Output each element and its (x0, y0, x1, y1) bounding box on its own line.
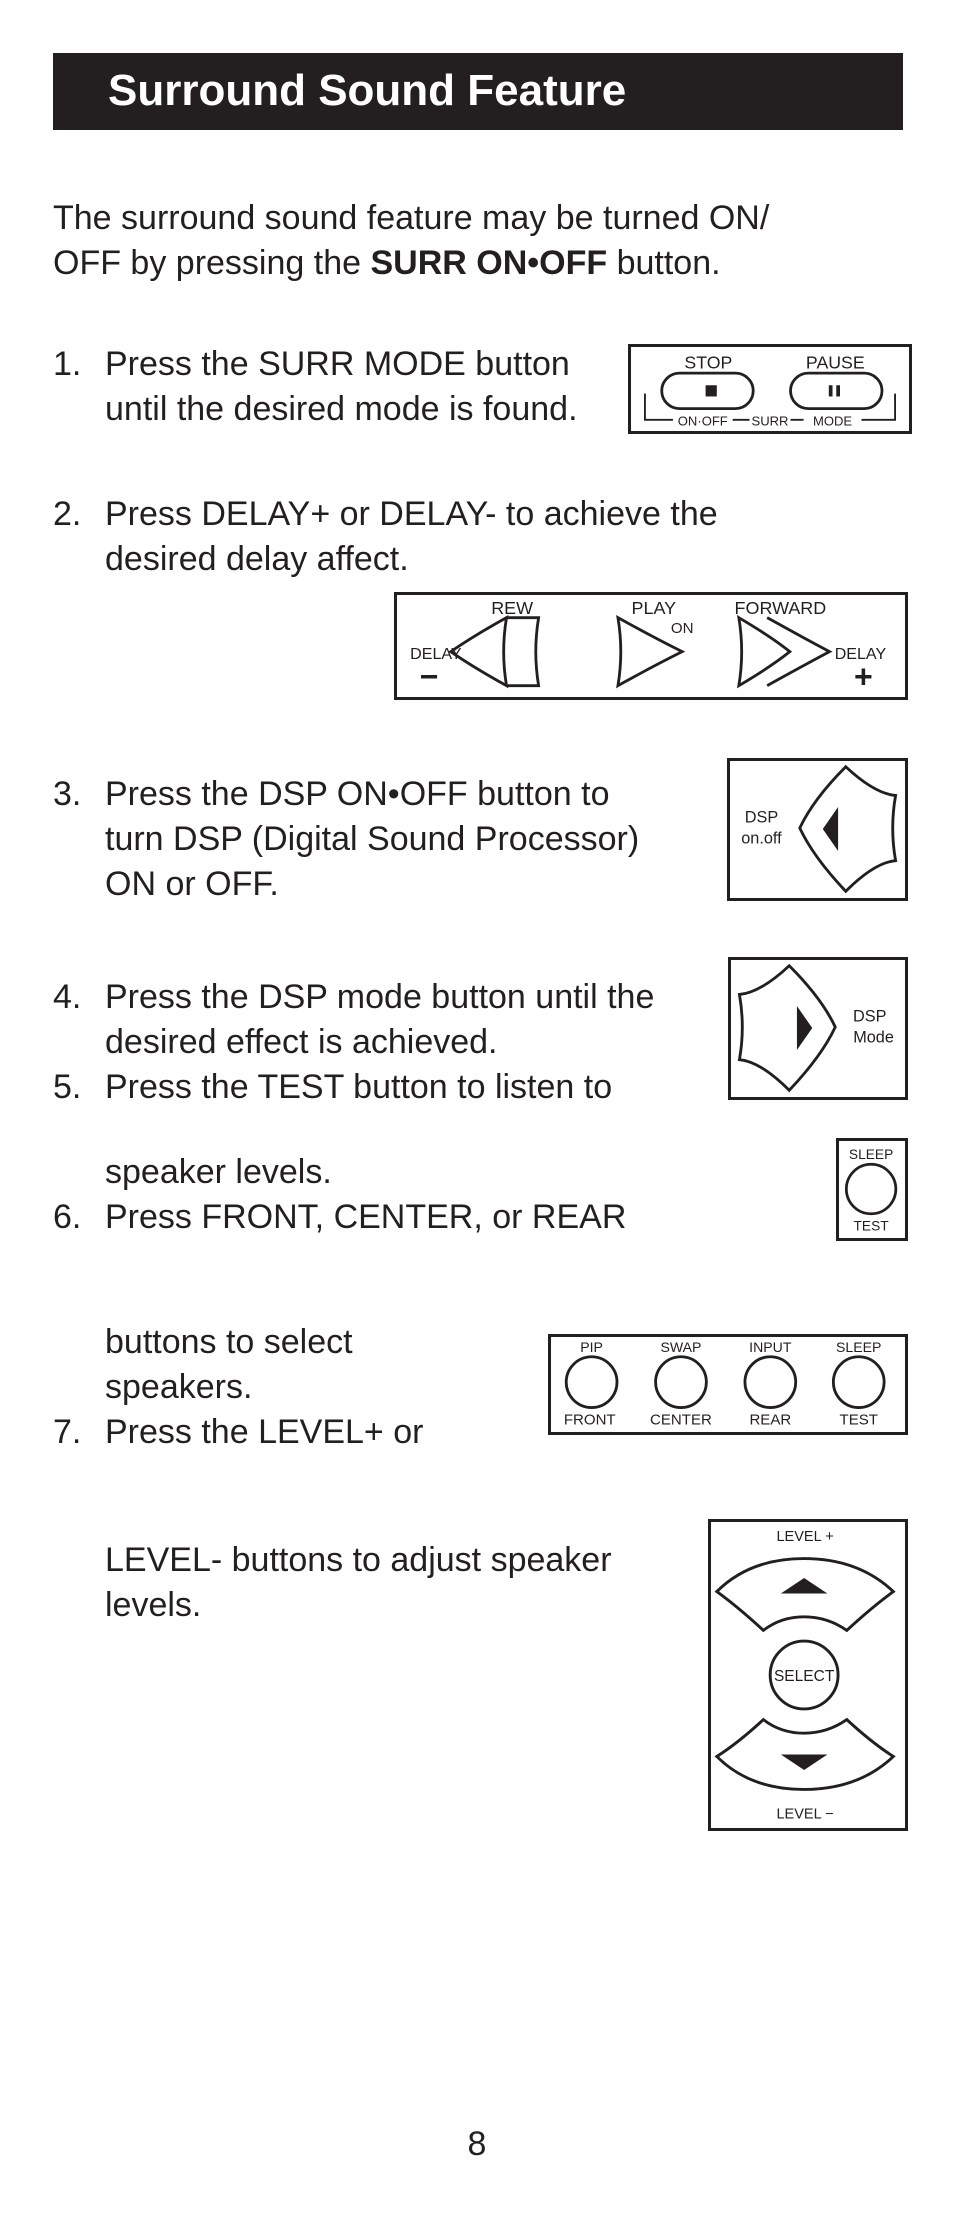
speaker-buttons-diagram: PIP SWAP INPUT SLEEP FRONT CENTER REAR T… (548, 1334, 908, 1435)
step-1-line-1: Press the SURR MODE button (105, 345, 570, 383)
step-7-line-2: LEVEL- buttons to adjust speaker (105, 1541, 612, 1579)
play-button[interactable] (616, 615, 686, 689)
step-5-line-1: Press the TEST button to listen to (105, 1068, 613, 1106)
intro-line-2: OFF by pressing the SURR ON•OFF button. (53, 241, 721, 286)
rew-button[interactable] (448, 615, 541, 689)
surr-onoff-label: SURR ON•OFF (370, 244, 608, 282)
pause-label: PAUSE (806, 352, 865, 372)
sleep-label-2: SLEEP (836, 1339, 881, 1355)
step-3-number: 3. (53, 775, 82, 813)
delay-minus-label: DELAY (410, 645, 462, 663)
dsp-onoff-diagram: DSP on.off (727, 758, 908, 901)
sleep-label: SLEEP (849, 1147, 893, 1162)
step-6-line-2: buttons to select (105, 1323, 353, 1361)
dsp-mode-label-2: Mode (853, 1028, 894, 1046)
up-arrow-icon (780, 1578, 828, 1594)
surr-bracket (644, 393, 896, 421)
step-3-line-2: turn DSP (Digital Sound Processor) (105, 820, 640, 858)
select-button[interactable] (768, 1639, 840, 1711)
page-title: Surround Sound Feature (108, 66, 627, 115)
level-plus-label: LEVEL + (776, 1529, 833, 1545)
rew-label: REW (491, 598, 533, 618)
pause-icon (828, 385, 840, 397)
dsp-onoff-label: on.off (741, 829, 782, 847)
play-label: PLAY (632, 598, 677, 618)
select-label: SELECT (774, 1668, 835, 1685)
front-button[interactable] (564, 1355, 619, 1409)
level-buttons-diagram: LEVEL + SELECT LEVEL − (708, 1519, 908, 1831)
right-arrow-icon (796, 1005, 813, 1051)
down-arrow-icon (780, 1754, 828, 1771)
delay-buttons-diagram: REW PLAY ON FORWARD DELAY − DELAY + (394, 592, 908, 700)
dsp-mode-label-1: DSP (853, 1007, 886, 1025)
dsp-mode-button[interactable] (737, 963, 837, 1093)
front-label: FRONT (564, 1411, 616, 1428)
step-1-line-2: until the desired mode is found. (105, 390, 578, 428)
swap-label: SWAP (660, 1339, 701, 1355)
forward-button[interactable] (736, 614, 833, 689)
step-6-line-1: Press FRONT, CENTER, or REAR (105, 1198, 627, 1236)
dsp-label: DSP (745, 808, 778, 826)
step-5-number: 5. (53, 1068, 82, 1106)
surr-label: SURR (752, 413, 789, 428)
step-4-number: 4. (53, 978, 82, 1016)
step-3-line-3: ON or OFF. (105, 865, 279, 903)
step-7-number: 7. (53, 1413, 82, 1451)
step-1-number: 1. (53, 345, 82, 383)
step-4-line-1: Press the DSP mode button until the (105, 978, 655, 1016)
minus-icon: − (420, 659, 439, 695)
pause-button[interactable] (789, 371, 884, 410)
center-button[interactable] (654, 1355, 708, 1409)
forward-label: FORWARD (735, 598, 827, 618)
intro-text: OFF by pressing the (53, 244, 371, 282)
pip-label: PIP (580, 1339, 603, 1355)
stop-label: STOP (684, 352, 732, 372)
step-6-line-3: speakers. (105, 1368, 253, 1406)
test-button-2[interactable] (831, 1355, 886, 1409)
surr-buttons-diagram: STOP PAUSE ON·OFF SURR MODE (628, 344, 912, 434)
level-down-button[interactable] (714, 1717, 896, 1791)
step-2-number: 2. (53, 495, 82, 533)
step-4-line-2: desired effect is achieved. (105, 1023, 498, 1061)
step-2-line-1: Press DELAY+ or DELAY- to achieve the (105, 495, 718, 533)
stop-button[interactable] (660, 371, 755, 410)
intro-text-end: button. (607, 244, 721, 282)
step-6-number: 6. (53, 1198, 82, 1236)
test-label-2: TEST (840, 1411, 878, 1428)
level-up-button[interactable] (714, 1557, 896, 1633)
step-7-line-1: Press the LEVEL+ or (105, 1413, 424, 1451)
stop-icon (705, 385, 717, 397)
mode-label: MODE (813, 413, 852, 428)
sleep-test-diagram: SLEEP TEST (836, 1138, 908, 1241)
section-header: Surround Sound Feature (53, 53, 903, 130)
test-label: TEST (854, 1218, 890, 1233)
rear-button[interactable] (743, 1355, 798, 1409)
left-arrow-icon (822, 806, 839, 852)
plus-icon: + (854, 659, 873, 695)
level-minus-label: LEVEL − (776, 1807, 833, 1823)
step-3-line-1: Press the DSP ON•OFF button to (105, 775, 610, 813)
step-2-line-2: desired delay affect. (105, 540, 409, 578)
input-label: INPUT (749, 1339, 792, 1355)
onoff-label: ON·OFF (678, 413, 728, 428)
test-button[interactable] (844, 1162, 898, 1216)
page-number: 8 (467, 2125, 487, 2163)
delay-plus-label: DELAY (835, 645, 887, 663)
center-label: CENTER (650, 1411, 712, 1428)
step-7-line-3: levels. (105, 1586, 202, 1624)
step-5-line-2: speaker levels. (105, 1153, 332, 1191)
dsp-mode-diagram: DSP Mode (728, 957, 908, 1100)
intro-line-1: The surround sound feature may be turned… (53, 199, 770, 237)
rear-label: REAR (749, 1411, 791, 1428)
play-on-label: ON (671, 620, 694, 637)
dsp-onoff-button[interactable] (798, 764, 898, 894)
